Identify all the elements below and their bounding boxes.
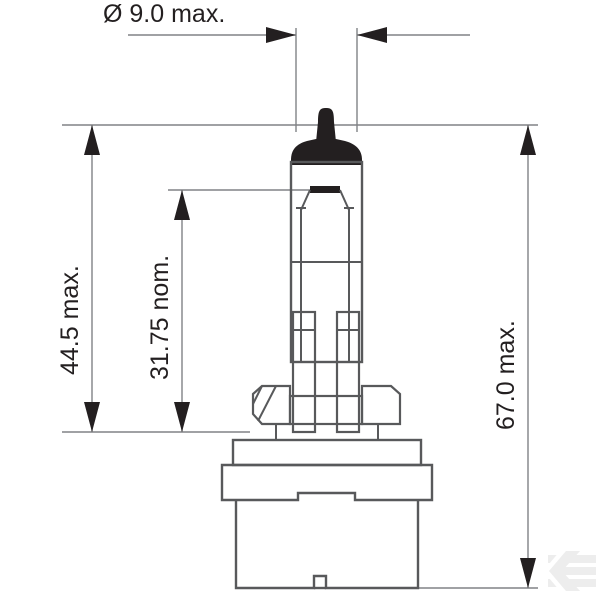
lead-posts: [291, 310, 361, 434]
base-body-outline: [234, 500, 420, 590]
arrowhead-left: [266, 27, 296, 43]
dimension-height-31-75: 31.75 nom.: [146, 190, 190, 432]
arrowhead-right: [357, 27, 387, 43]
lead-post-left: [291, 310, 317, 434]
dimension-diameter-9: Ø 9.0 max.: [103, 0, 470, 132]
watermark-logo: [543, 551, 596, 591]
mounting-tab-left-hatch: [252, 385, 277, 422]
dimension-label-44-5: 44.5 max.: [56, 265, 84, 375]
filament-assembly: [291, 186, 362, 362]
arrowhead-bottom: [84, 402, 100, 432]
exhaust-tip: [316, 108, 336, 142]
glass-shoulder: [291, 139, 362, 165]
dimension-height-44-5: 44.5 max.: [56, 125, 100, 432]
dimension-label-67-0: 67.0 max.: [492, 320, 520, 430]
filament: [310, 186, 340, 193]
arrowhead-top: [174, 190, 190, 220]
dimension-label-diameter: Ø 9.0 max.: [103, 0, 225, 28]
plastic-base: [234, 500, 420, 590]
base-mounting-tabs: [251, 384, 402, 440]
arrowhead-top: [84, 125, 100, 155]
arrowhead-bottom: [174, 402, 190, 432]
base-flange: [220, 438, 434, 502]
arrowhead-bottom: [520, 558, 536, 588]
lead-post-right: [335, 310, 361, 434]
dimension-height-67-0: 67.0 max.: [492, 125, 536, 588]
flange-lower: [220, 463, 434, 502]
arrowhead-top: [520, 125, 536, 155]
dimension-label-31-75: 31.75 nom.: [146, 255, 174, 380]
tab-centre-body: [288, 394, 364, 426]
filament-support-wires: [300, 189, 350, 211]
